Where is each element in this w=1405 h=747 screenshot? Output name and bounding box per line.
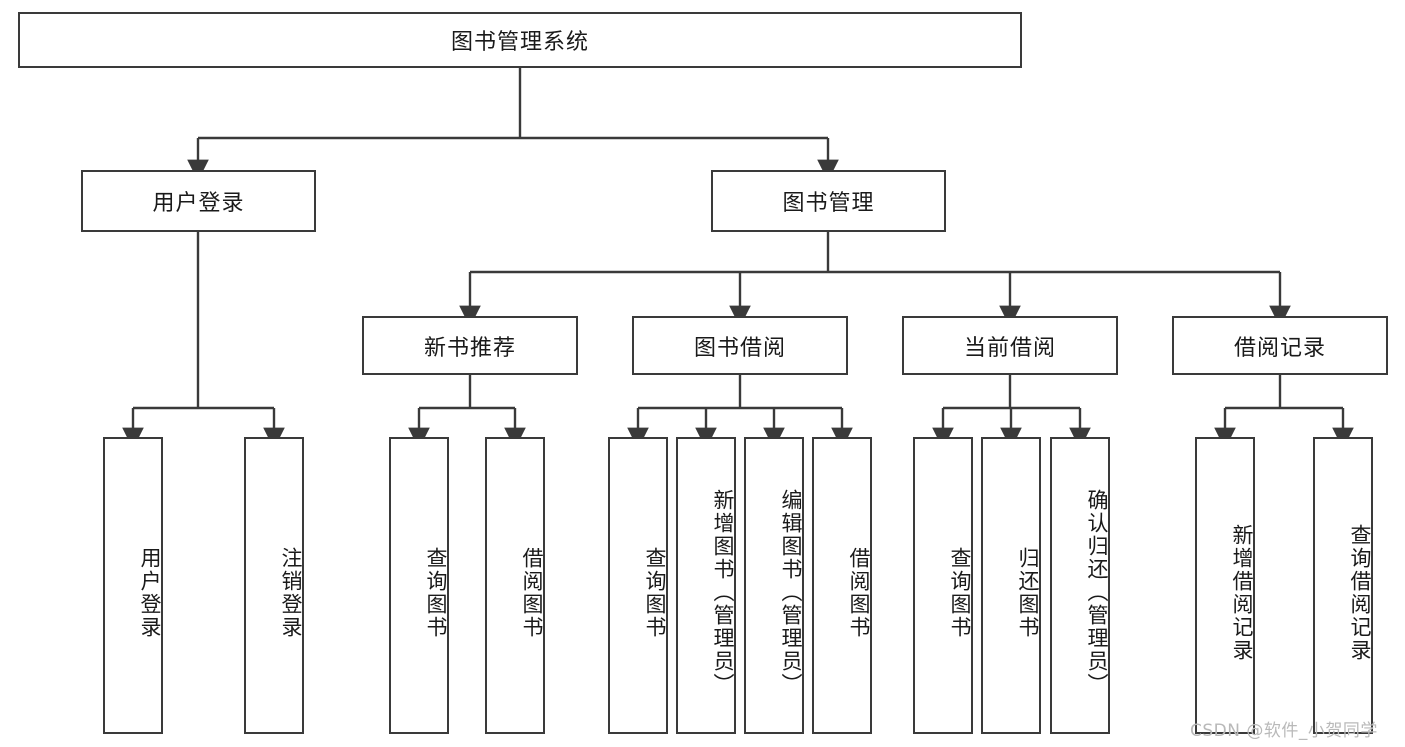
node-book-manage[interactable]: 图书管理 [711,170,946,232]
node-user-login[interactable]: 用户登录 [81,170,316,232]
node-user-login-label: 用户登录 [152,191,245,216]
node-leaf-query-book-recommend-label: 查询图书 [424,546,448,639]
node-leaf-query-book-current-label: 查询图书 [948,546,972,639]
node-leaf-query-book-borrow-label: 查询图书 [643,546,667,639]
node-leaf-query-record-label: 查询借阅记录 [1348,523,1372,662]
node-root[interactable]: 图书管理系统 [18,12,1022,68]
node-leaf-add-book-label: 新增图书（管理员） [711,489,735,696]
node-leaf-logout-label: 注销登录 [279,546,303,639]
node-leaf-edit-book-label: 编辑图书（管理员） [779,489,803,696]
node-current-borrow[interactable]: 当前借阅 [902,316,1118,375]
node-new-book-recommend-label: 新书推荐 [423,335,516,361]
node-leaf-edit-book[interactable]: 编辑图书（管理员） [744,437,804,734]
node-root-label: 图书管理系统 [450,30,589,55]
node-leaf-add-record[interactable]: 新增借阅记录 [1195,437,1255,734]
node-leaf-query-record[interactable]: 查询借阅记录 [1313,437,1373,734]
node-leaf-add-record-label: 新增借阅记录 [1230,523,1254,662]
node-new-book-recommend[interactable]: 新书推荐 [362,316,578,375]
node-leaf-query-book-borrow[interactable]: 查询图书 [608,437,668,734]
node-leaf-add-book[interactable]: 新增图书（管理员） [676,437,736,734]
node-leaf-query-book-current[interactable]: 查询图书 [913,437,973,734]
csdn-watermark: CSDN @软件_小贺同学 [1190,721,1378,741]
node-book-borrow-label: 图书借阅 [693,335,786,361]
node-borrow-record-label: 借阅记录 [1233,335,1326,361]
node-leaf-user-login-label: 用户登录 [138,546,162,639]
node-book-manage-label: 图书管理 [782,191,875,216]
node-leaf-borrow-book-recommend-label: 借阅图书 [520,546,544,639]
node-leaf-return-book[interactable]: 归还图书 [981,437,1041,734]
node-leaf-user-login[interactable]: 用户登录 [103,437,163,734]
node-current-borrow-label: 当前借阅 [963,335,1056,361]
node-leaf-confirm-return-label: 确认归还（管理员） [1085,489,1109,696]
node-leaf-borrow-book-recommend[interactable]: 借阅图书 [485,437,545,734]
node-leaf-borrow-book[interactable]: 借阅图书 [812,437,872,734]
node-leaf-logout[interactable]: 注销登录 [244,437,304,734]
node-leaf-return-book-label: 归还图书 [1016,546,1040,639]
node-leaf-query-book-recommend[interactable]: 查询图书 [389,437,449,734]
node-leaf-borrow-book-label: 借阅图书 [847,546,871,639]
node-book-borrow[interactable]: 图书借阅 [632,316,848,375]
node-leaf-confirm-return[interactable]: 确认归还（管理员） [1050,437,1110,734]
node-borrow-record[interactable]: 借阅记录 [1172,316,1388,375]
